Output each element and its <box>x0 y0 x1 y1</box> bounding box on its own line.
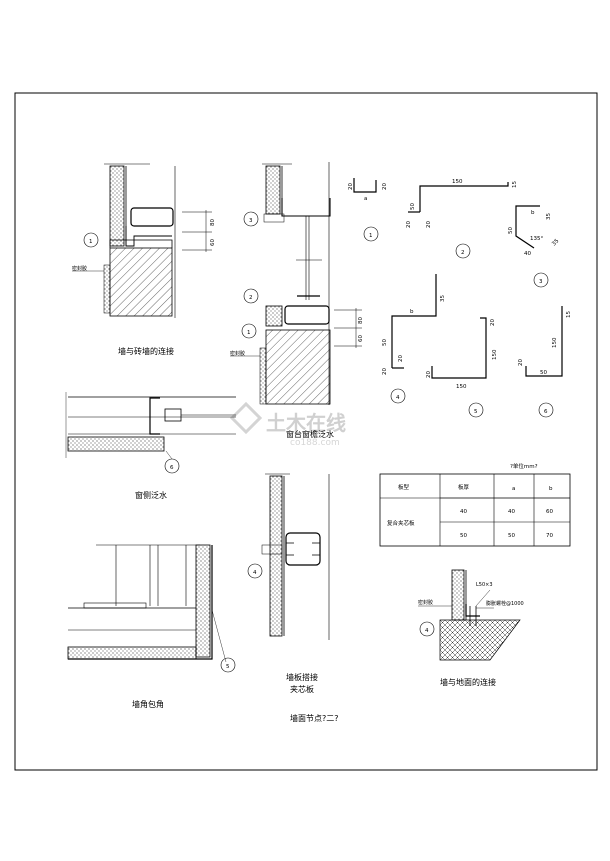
profile-5: 20 20 150 150 5 <box>426 317 498 418</box>
caption-window-side: 窗侧泛水 <box>135 490 167 500</box>
profile-number: 4 <box>396 395 400 401</box>
anchor-label: 膨胀螺栓@1000 <box>486 600 524 607</box>
caption-window-sill: 窗台窗檐泛水 <box>286 429 334 439</box>
caption-sandwich-panel: 夹芯板 <box>290 684 314 694</box>
svg-text:150: 150 <box>456 384 467 390</box>
caption-wall-brick: 墙与砖墙的连接 <box>118 346 174 356</box>
svg-text:20: 20 <box>426 221 432 228</box>
table-cell: 40 <box>508 509 515 515</box>
detail-number: 5 <box>226 664 230 670</box>
svg-text:35: 35 <box>551 238 561 248</box>
table-header: 板型 <box>398 483 410 491</box>
svg-text:50: 50 <box>540 370 547 376</box>
svg-text:80: 80 <box>210 219 216 226</box>
sealant-label: 密封胶 <box>230 350 245 357</box>
caption-wall-ground: 墙与地面的连接 <box>440 677 496 687</box>
profile-number: 6 <box>544 409 548 415</box>
profile-6: 15 150 20 50 6 <box>518 306 572 418</box>
svg-text:20: 20 <box>382 368 388 375</box>
profile-1: 20 20 a 1 <box>348 178 388 242</box>
angle-label: L50×3 <box>476 582 493 588</box>
svg-text:20: 20 <box>518 359 524 366</box>
svg-text:40: 40 <box>524 251 531 257</box>
profile-2: 150 15 50 20 20 2 <box>406 179 518 259</box>
caption-panel-lap: 墙板搭接 <box>286 672 318 682</box>
svg-text:15: 15 <box>512 181 518 188</box>
svg-text:20: 20 <box>426 371 432 378</box>
svg-text:80: 80 <box>358 317 364 324</box>
svg-text:a: a <box>364 196 367 202</box>
watermark: 土木在线 co188.com <box>229 401 346 448</box>
svg-text:35: 35 <box>546 213 552 220</box>
detail-number: 6 <box>170 465 174 471</box>
profile-number: 3 <box>539 279 543 285</box>
sealant-label: 密封胶 <box>72 265 87 272</box>
svg-text:20: 20 <box>348 183 354 190</box>
svg-text:35: 35 <box>440 295 446 302</box>
profile-3: b 35 50 135° 40 35 3 <box>508 205 561 288</box>
detail-window-side: 6 窗侧泛水 <box>65 392 236 500</box>
svg-text:b: b <box>410 309 414 315</box>
dimension-table: ?单位mm? 板型 板厚 a b 复合夹芯板 40 40 60 50 50 70 <box>379 462 571 547</box>
watermark-sub: co188.com <box>290 438 340 448</box>
table-row-label: 复合夹芯板 <box>387 519 415 527</box>
detail-wall-brick: 80 60 密封胶 1 墙与砖墙的连接 <box>72 163 216 356</box>
detail-wall-corner: 5 墙角包角 <box>67 544 236 709</box>
table-header: b <box>549 486 553 492</box>
svg-text:60: 60 <box>210 239 216 246</box>
sheet-border <box>14 92 598 771</box>
table-cell: 70 <box>546 533 553 539</box>
svg-text:150: 150 <box>552 337 558 348</box>
detail-wall-ground: 密封胶 L50×3 膨胀螺栓@1000 4 墙与地面的连接 <box>418 569 524 687</box>
detail-number: 1 <box>89 239 93 245</box>
profile-number: 1 <box>369 233 373 239</box>
detail-number: 3 <box>249 218 253 224</box>
table-cell: 50 <box>508 533 515 539</box>
svg-text:20: 20 <box>490 319 496 326</box>
profile-4: b 35 50 20 20 4 <box>382 274 446 404</box>
sheet-title: 墙面节点?二? <box>290 713 339 723</box>
svg-text:150: 150 <box>492 349 498 360</box>
svg-text:20: 20 <box>398 355 404 362</box>
svg-text:60: 60 <box>358 335 364 342</box>
svg-text:50: 50 <box>508 227 514 234</box>
svg-text:50: 50 <box>410 203 416 210</box>
table-title: ?单位mm? <box>510 462 538 470</box>
svg-text:20: 20 <box>406 221 412 228</box>
detail-number: 4 <box>425 628 429 634</box>
profile-number: 5 <box>474 409 478 415</box>
table-cell: 50 <box>460 533 467 539</box>
svg-text:135°: 135° <box>530 236 543 242</box>
svg-text:20: 20 <box>382 183 388 190</box>
svg-text:15: 15 <box>566 311 572 318</box>
sealant-label: 密封胶 <box>418 599 433 606</box>
table-cell: 60 <box>546 509 553 515</box>
detail-window-sill: 80 60 密封胶 3 2 1 窗台窗檐泛水 <box>230 162 364 439</box>
svg-text:b: b <box>531 210 535 216</box>
caption-wall-corner: 墙角包角 <box>132 699 164 709</box>
detail-number: 2 <box>249 295 253 301</box>
detail-number: 4 <box>253 570 257 576</box>
detail-panel-lap: 4 墙板搭接 夹芯板 <box>247 473 330 694</box>
watermark-text: 土木在线 <box>266 411 346 435</box>
table-header: 板厚 <box>458 483 470 491</box>
profile-number: 2 <box>461 250 465 256</box>
table-cell: 40 <box>460 509 467 515</box>
detail-number: 1 <box>247 330 251 336</box>
svg-text:50: 50 <box>382 339 388 346</box>
table-header: a <box>512 486 515 492</box>
svg-text:150: 150 <box>452 179 463 185</box>
